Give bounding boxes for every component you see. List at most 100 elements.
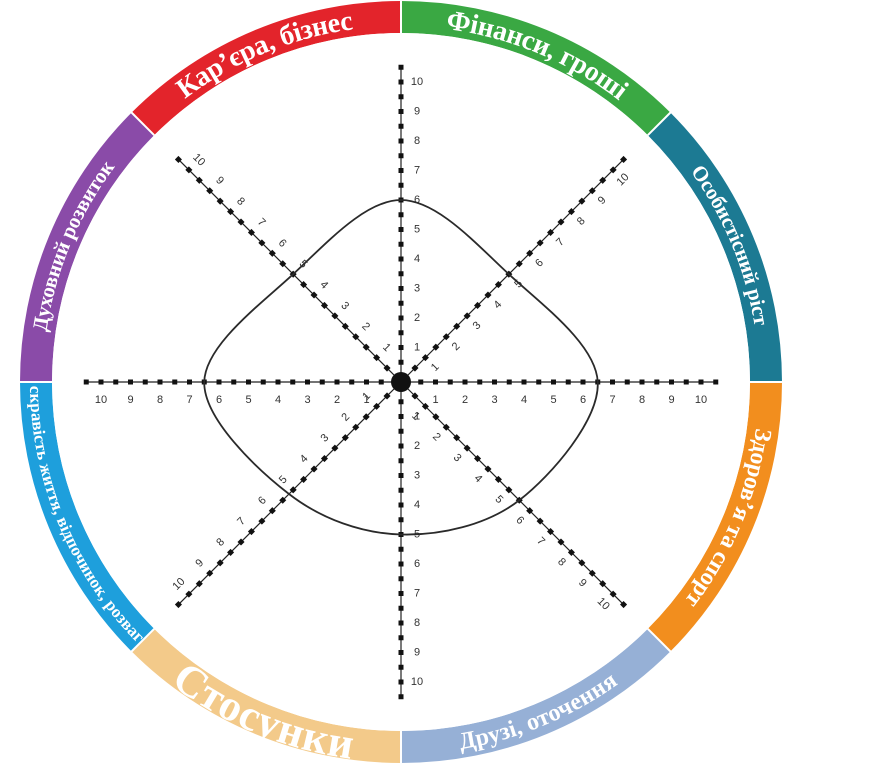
axis-marker [398,679,404,685]
tick-label: 10 [411,76,423,88]
axis-marker [578,559,586,567]
axis-marker [398,138,404,144]
axis-marker [477,379,483,385]
axis-marker [319,379,325,385]
axis-marker [578,197,586,205]
axis-marker [289,486,297,494]
tick-label: 6 [580,394,586,406]
axis-marker [442,333,450,341]
axis-marker [398,591,404,596]
tick-label: 8 [414,617,420,629]
axis-marker [474,455,482,463]
axis-marker [610,379,615,385]
tick-label: 7 [609,394,615,406]
tick-label: 5 [550,394,556,406]
axis-marker [398,664,404,670]
axis-marker [237,538,245,546]
tick-label: 5 [414,224,420,236]
axis-marker [187,379,192,385]
axis-marker [567,208,575,216]
axis-marker [398,64,404,70]
axis-marker [474,301,482,309]
axis-marker [526,249,534,257]
axis-marker [505,486,513,494]
axis-marker [300,475,308,483]
axis-marker [565,379,571,385]
axis-marker [398,694,404,700]
axis-marker [113,379,119,385]
axis-marker [320,301,328,309]
tick-label: 6 [216,394,222,406]
axis-marker [352,333,360,341]
axis-marker [231,379,237,385]
drawn-balance-shape [203,199,599,536]
axis-marker [624,379,630,385]
axis-marker [398,605,404,611]
tick-label: 2 [462,394,468,406]
axis-marker [453,322,461,330]
tick-label: 3 [304,394,310,406]
axis-marker [206,569,214,577]
axis-marker [398,487,404,493]
axis-marker [418,379,424,385]
tick-label: 9 [414,106,420,118]
axis-marker [698,379,704,385]
tick-label: 9 [414,647,420,659]
tick-label: 4 [275,394,281,406]
ring-segment [20,382,155,652]
axis-marker [334,379,340,385]
axis-marker [268,249,276,257]
axis-marker [398,473,404,478]
axis-marker [484,465,492,473]
tick-label: 4 [414,499,420,511]
tick-label: 3 [414,470,420,482]
tick-label: 5 [245,394,251,406]
axis-marker [398,576,404,582]
wheel-ring [19,0,783,763]
axis-marker [185,590,193,598]
axis-marker [506,379,512,385]
ring-segment [131,628,401,763]
tick-label: 9 [127,394,133,406]
axis-marker [195,176,203,184]
segment-separator [647,111,672,136]
axis-marker [557,218,565,226]
axis-marker [515,260,523,268]
ring-segment [647,382,782,652]
ring-segment [647,112,782,382]
axis-marker [463,312,471,320]
axis-marker [599,580,607,588]
axis-marker [432,343,440,351]
ring-segment [401,1,671,136]
axis-marker [275,379,281,385]
tick-label: 1 [414,411,420,423]
axis-marker [411,364,419,372]
axis-marker [442,423,450,431]
axis-marker [352,423,360,431]
axis-marker [246,379,251,385]
axis-marker [157,379,163,385]
axis-line [400,159,624,383]
axis-marker [411,392,419,400]
axis-marker [639,379,645,385]
axis-marker [432,413,440,421]
axis-marker [398,315,404,321]
axis-marker [237,218,245,226]
axis-marker [669,379,674,385]
axis-marker [453,434,461,442]
axis-marker [526,507,534,515]
tick-label: 3 [491,394,497,406]
axis-marker [373,354,381,362]
segment-separator [130,628,155,653]
axis-marker [206,187,214,195]
axis-marker [378,379,384,385]
axis-marker [463,444,471,452]
axis-marker [383,392,391,400]
axis-marker [398,227,404,232]
axis-marker [398,458,404,464]
axis-marker [494,281,502,289]
tick-label: 2 [334,394,340,406]
tick-label: 7 [414,165,420,177]
axis-line [178,381,402,605]
axis-line [178,159,402,383]
